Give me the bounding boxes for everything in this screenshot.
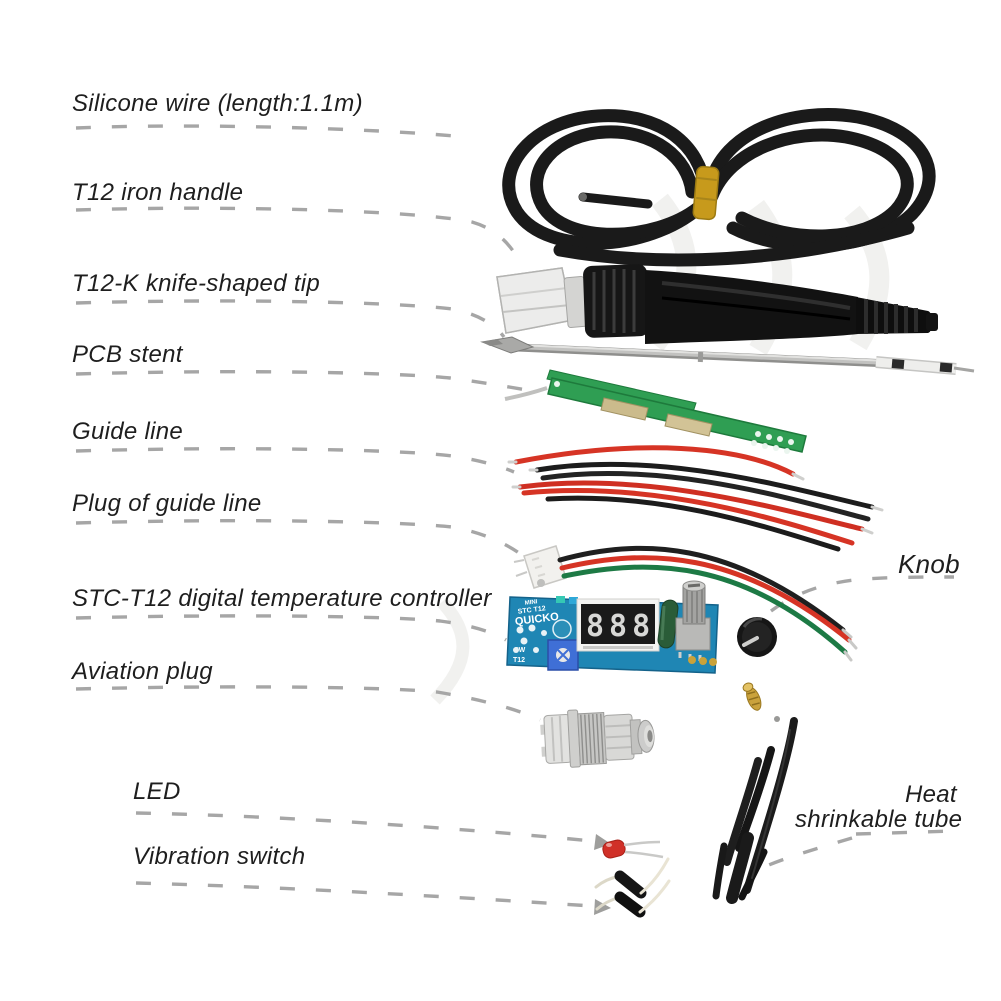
- t12-knife-tip: [480, 336, 975, 375]
- leader-guide-line: [75, 447, 515, 474]
- label-knife-tip: T12-K knife-shaped tip: [72, 270, 321, 297]
- guide-line-plug: [513, 545, 858, 662]
- leader-controller: [75, 614, 507, 642]
- leader-heat-tube-diag: [763, 836, 853, 869]
- gold-pads: [688, 656, 717, 666]
- buzzer: [552, 619, 572, 639]
- label-knob: Knob: [898, 549, 960, 579]
- leader-knife-tip: [75, 299, 506, 339]
- label-controller: STC-T12 digital temperature controller: [72, 585, 492, 612]
- leader-pcb-stent: [75, 370, 539, 394]
- white-connector: [523, 545, 567, 589]
- guide-line-wires: [507, 445, 884, 552]
- knob: [737, 617, 777, 657]
- led-lead: [624, 850, 664, 859]
- stent-clip: [664, 413, 713, 437]
- leader-silicone-wire: [75, 124, 467, 139]
- leader-aviation-plug: [75, 685, 541, 722]
- silkscreen-mini: MINI: [525, 599, 539, 607]
- label-guide-plug: Plug of guide line: [72, 490, 262, 517]
- leader-led: [135, 811, 593, 843]
- label-heat-tube-line2: shrinkable tube: [795, 806, 963, 833]
- led: [602, 839, 664, 859]
- label-silicone-wire: Silicone wire (length:1.1m): [72, 90, 363, 117]
- led-lead: [623, 840, 661, 847]
- label-heat-tube-line1: Heat: [905, 781, 957, 808]
- gold-screw: [742, 682, 762, 711]
- switch-body: [614, 891, 646, 918]
- stent-clip: [600, 397, 649, 421]
- rotary-encoder: [675, 580, 711, 661]
- yellow-tie: [692, 165, 720, 221]
- aviation-plug: [540, 709, 655, 768]
- arrowhead-led: [594, 834, 611, 850]
- knob-pointer: [742, 636, 759, 647]
- silkscreen-t12: T12: [513, 657, 525, 664]
- vibration-switch: [594, 857, 671, 918]
- silicone-wire-coil: [502, 108, 936, 267]
- label-pcb-stent: PCB stent: [72, 341, 183, 368]
- leader-heat-tube: [855, 829, 953, 836]
- label-vibration-switch: Vibration switch: [133, 843, 306, 870]
- leader-vibration-switch: [135, 881, 593, 908]
- arrowhead-vibration: [594, 899, 611, 915]
- leader-arrowheads: [594, 834, 611, 915]
- controller-board: MINI STC T12 QUICKO SW T12 888: [506, 580, 719, 674]
- switch-body: [614, 870, 647, 899]
- pcb-stent-board: [504, 369, 807, 454]
- smd-led: [569, 597, 578, 604]
- label-iron-handle: T12 iron handle: [72, 179, 244, 206]
- silkscreen-sw: SW: [514, 647, 526, 654]
- stent-holes: [751, 431, 794, 454]
- handle-knurled-nut: [583, 264, 649, 338]
- leader-guide-plug: [75, 519, 520, 555]
- label-guide-line: Guide line: [72, 418, 184, 445]
- iron-handle: [496, 264, 938, 344]
- seven-segment-display: 888: [586, 609, 655, 644]
- silkscreen-quicko: QUICKO: [514, 611, 560, 628]
- display-window: [581, 604, 655, 644]
- label-led: LED: [133, 778, 181, 805]
- silkscreen-stc-t12: STC T12: [517, 605, 546, 615]
- leader-iron-handle: [75, 206, 521, 261]
- heat-shrink-tubes: [712, 716, 798, 904]
- leader-lines: [75, 124, 955, 908]
- pcb-holes: [513, 624, 547, 653]
- label-aviation-plug: Aviation plug: [72, 658, 213, 685]
- smd-led: [556, 596, 565, 603]
